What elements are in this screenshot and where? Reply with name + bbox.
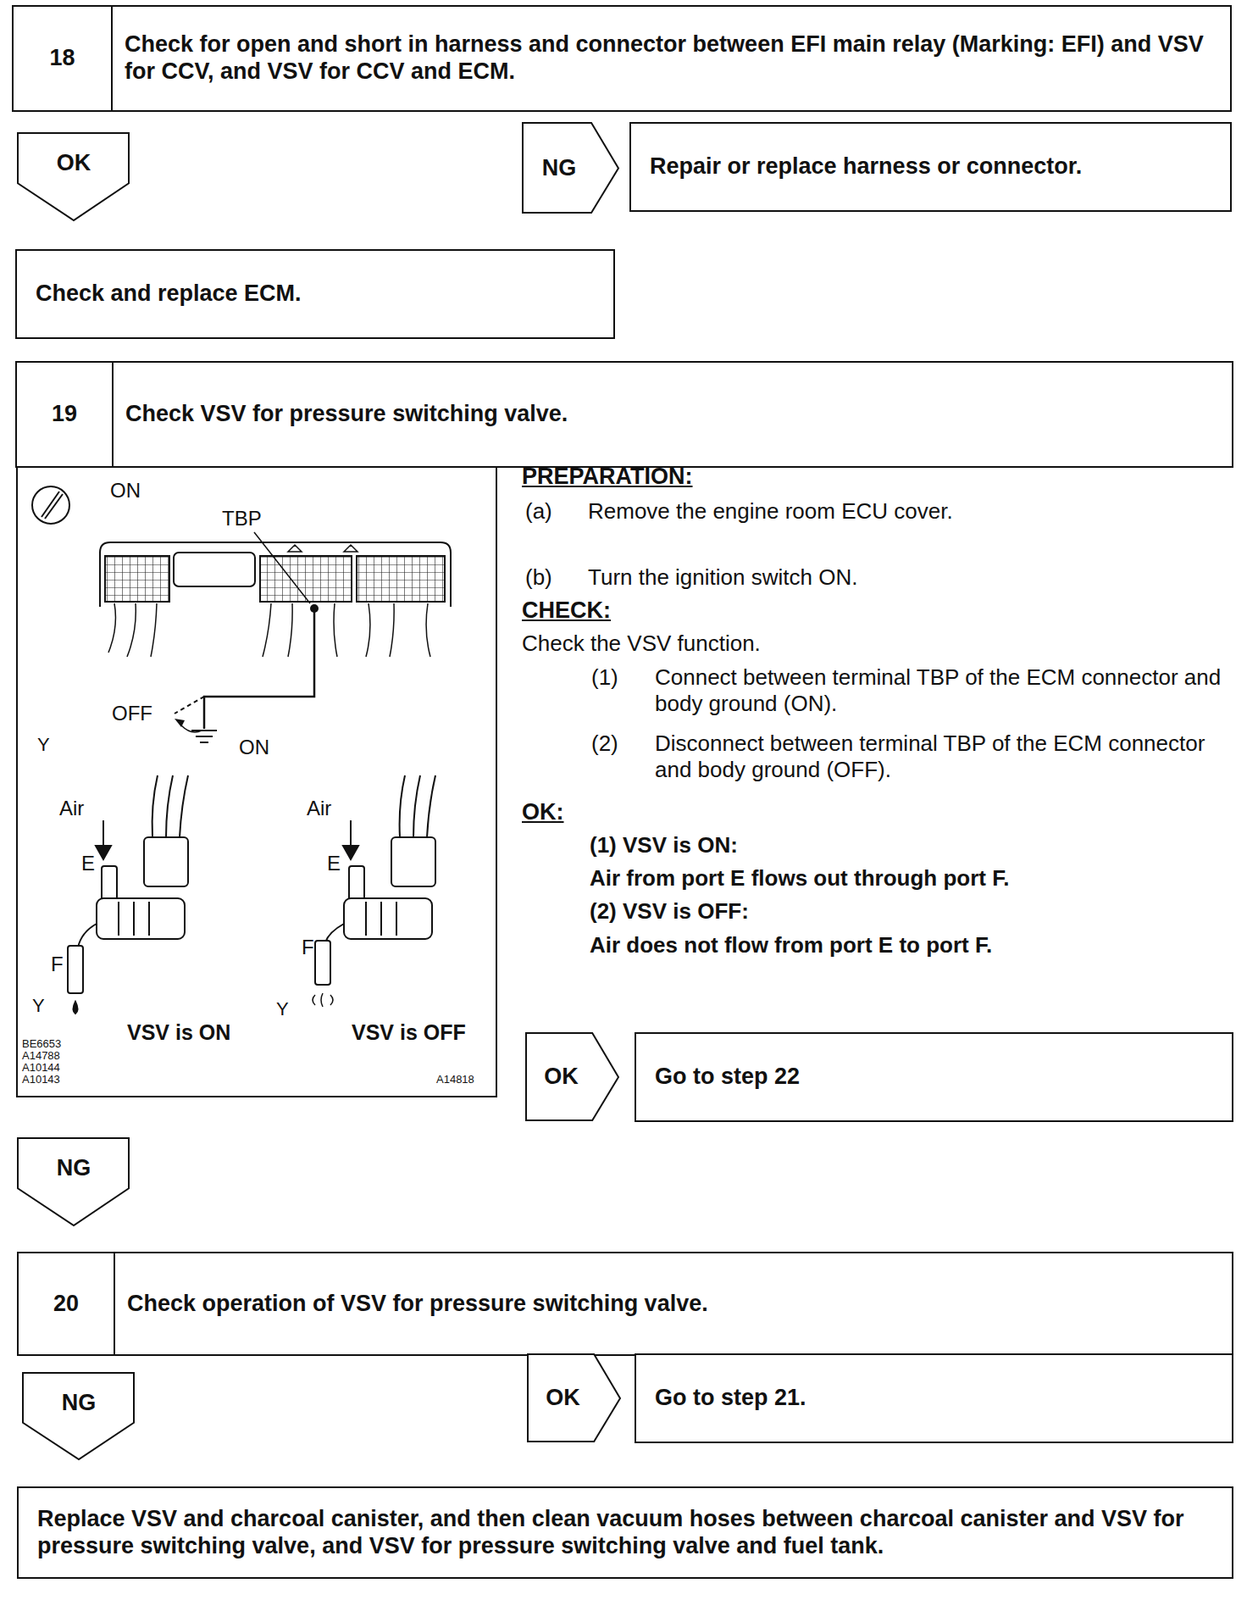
action-box: Repair or replace harness or connector.: [629, 121, 1232, 212]
figure-label: Y: [276, 997, 289, 1020]
action-box: Go to step 21.: [634, 1352, 1234, 1443]
result-arrow: OK: [526, 1352, 622, 1443]
procedure-text: (2): [591, 730, 619, 757]
step-number: 19: [16, 362, 114, 466]
result-label: OK: [525, 1063, 598, 1091]
action-text: Repair or replace harness or connector.: [649, 153, 1082, 181]
action-text: Replace VSV and charcoal canister, and t…: [37, 1505, 1214, 1560]
step-title: Check for open and short in harness and …: [112, 6, 1231, 111]
step-number: 18: [13, 6, 113, 111]
action-text: Go to step 22: [654, 1063, 800, 1091]
figure-label: ON: [110, 478, 141, 504]
arrow-shape: [17, 133, 129, 221]
result-label: NG: [521, 155, 597, 183]
result-arrow: NG: [521, 121, 621, 215]
figure-label: ON: [238, 735, 270, 760]
step-header: 19Check VSV for pressure switching valve…: [15, 360, 1234, 468]
procedure-text: Disconnect between terminal TBP of the E…: [654, 730, 1234, 783]
figure-label: OFF: [111, 701, 153, 727]
procedure-text: (a): [525, 498, 553, 525]
procedure-text: (1): [591, 664, 619, 691]
result-arrow: OK: [16, 132, 131, 222]
procedure-text: (b): [525, 564, 553, 591]
arrow-shape: [22, 1372, 134, 1459]
step-title: Check VSV for pressure switching valve.: [113, 362, 1232, 466]
result-label: OK: [16, 149, 131, 178]
arrow-shape: [17, 1137, 129, 1225]
figure-label: VSV is ON: [127, 1019, 231, 1045]
arrow-outline: [16, 1136, 131, 1227]
figure-code: A14788: [22, 1048, 61, 1063]
procedure-text: Connect between terminal TBP of the ECM …: [654, 664, 1234, 717]
figure-code: A10144: [22, 1060, 61, 1075]
step-title: Check operation of VSV for pressure swit…: [115, 1252, 1232, 1354]
figure-label: Y: [32, 994, 45, 1017]
figure-label: Air: [306, 796, 332, 821]
arrow-outline: [16, 132, 131, 222]
procedure-text: Air does not flow from port E to port F.: [589, 931, 993, 959]
result-arrow: NG: [22, 1371, 136, 1461]
procedure-text: OK:: [521, 798, 565, 826]
result-label: NG: [22, 1389, 136, 1417]
figure-code: A10143: [22, 1072, 61, 1087]
action-box: Go to step 22: [634, 1031, 1234, 1122]
result-arrow: NG: [16, 1136, 131, 1227]
action-text: Go to step 21.: [654, 1384, 807, 1412]
step-header: 18Check for open and short in harness an…: [11, 5, 1232, 112]
figure-code: A14818: [436, 1072, 475, 1087]
action-box: Check and replace ECM.: [15, 249, 616, 339]
arrow-outline: [22, 1371, 136, 1461]
result-label: NG: [16, 1154, 131, 1182]
procedure-text: CHECK:: [521, 596, 611, 624]
figure-label: E: [81, 851, 95, 876]
figure-label: Y: [37, 733, 50, 756]
figure-label: Air: [59, 796, 84, 821]
figure-label: F: [50, 952, 64, 977]
procedure-text: Air from port E flows out through port F…: [589, 864, 1009, 892]
result-arrow: OK: [525, 1031, 621, 1122]
procedure-text: (1) VSV is ON:: [589, 831, 738, 859]
procedure-text: (2) VSV is OFF:: [589, 897, 749, 925]
arrow-shape: [527, 1353, 621, 1441]
figure-label: TBP: [221, 506, 262, 532]
step-header: 20Check operation of VSV for pressure sw…: [16, 1251, 1234, 1356]
arrow-shape: [522, 122, 619, 213]
arrow-shape: [526, 1032, 619, 1120]
result-label: OK: [526, 1384, 599, 1412]
action-text: Check and replace ECM.: [35, 280, 302, 308]
figure-label: E: [326, 851, 341, 876]
procedure-text: PREPARATION:: [521, 462, 693, 490]
action-box: Replace VSV and charcoal canister, and t…: [16, 1485, 1234, 1579]
figure-label: F: [301, 935, 315, 960]
procedure-text: Turn the ignition switch ON.: [587, 564, 858, 591]
step-number: 20: [18, 1252, 116, 1354]
procedure-text: Check the VSV function.: [521, 630, 761, 657]
figure-code: BE6653: [22, 1036, 61, 1051]
procedure-text: Remove the engine room ECU cover.: [587, 498, 954, 525]
figure-label: VSV is OFF: [351, 1019, 466, 1045]
